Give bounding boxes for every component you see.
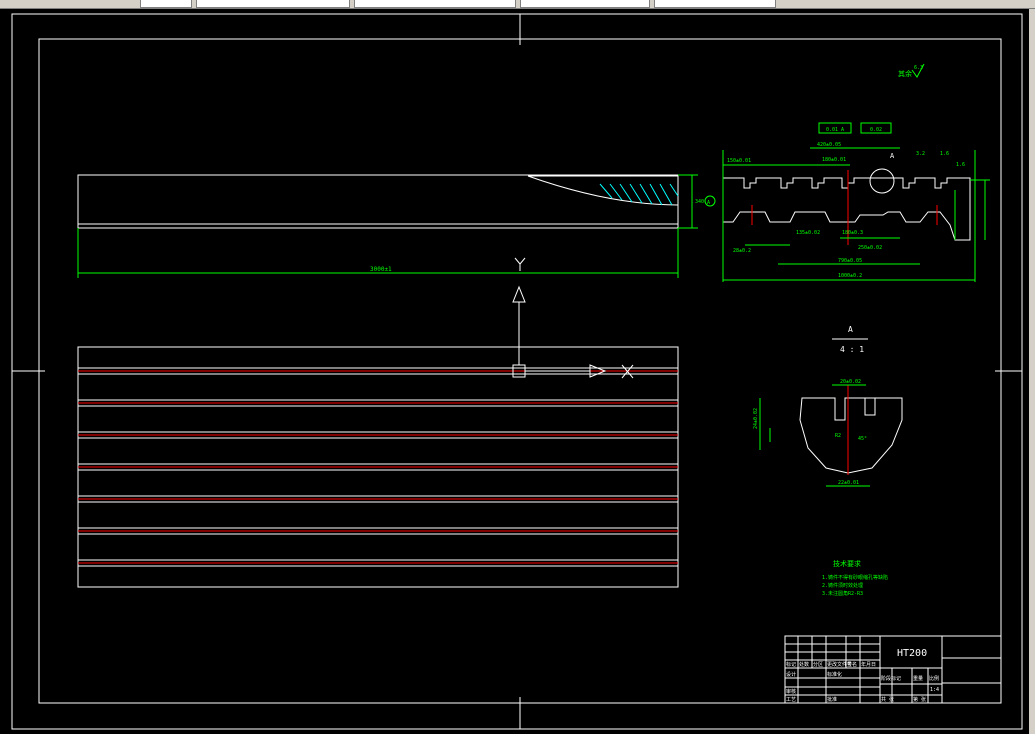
dim-left-small: 28±0.2 xyxy=(733,248,751,254)
rough-1: 3.2 xyxy=(916,151,925,157)
gt-tol-2: 0.02 xyxy=(870,127,882,133)
center-marks xyxy=(12,14,1022,729)
svg-text:设计: 设计 xyxy=(786,671,796,678)
roughness-mark: 其余 6.3 xyxy=(898,63,925,78)
gt-tol-1: 0.01 A xyxy=(826,127,844,133)
dim-mid3: 250±0.02 xyxy=(858,245,882,251)
note-1: 1.铸件不得有砂眼缩孔等缺陷 xyxy=(822,574,888,581)
notes-title: 技术要求 xyxy=(833,559,861,568)
toolbar xyxy=(0,0,1035,9)
svg-text:比例: 比例 xyxy=(929,675,939,682)
dim-top-left: 150±0.01 xyxy=(727,158,751,164)
detail-angle-2: 45° xyxy=(858,436,867,442)
linetype-dropdown[interactable] xyxy=(354,0,516,8)
color-dropdown[interactable] xyxy=(196,0,350,8)
detail-dim-bottom: 22±0.01 xyxy=(838,480,859,486)
dim-top-right: 180±0.01 xyxy=(822,157,846,163)
svg-text:标准化: 标准化 xyxy=(827,671,842,678)
lineweight-dropdown[interactable] xyxy=(520,0,650,8)
ucs-icon xyxy=(512,257,634,379)
rough-3: 1.6 xyxy=(956,162,965,168)
svg-text:1:4: 1:4 xyxy=(930,687,939,693)
title-block xyxy=(784,635,1002,704)
detail-callout-a: A xyxy=(890,152,895,160)
title-material: HT200 xyxy=(897,648,927,659)
note-3: 3.未注圆角R2-R3 xyxy=(822,590,863,597)
vertical-scrollbar[interactable] xyxy=(1029,9,1035,734)
detail-dim-top: 20±0.02 xyxy=(840,379,861,385)
svg-text:第 张: 第 张 xyxy=(913,696,926,703)
front-view: 3000±1 340 xyxy=(77,174,704,278)
dim-side-height: 340 xyxy=(695,199,704,205)
plan-view xyxy=(77,346,679,588)
detail-dim-left: 24±0.02 xyxy=(753,408,759,429)
svg-text:标记: 标记 xyxy=(786,661,796,668)
detail-label: A xyxy=(848,325,853,334)
detail-angle-1: R2 xyxy=(835,433,841,439)
svg-text:更改文件号: 更改文件号 xyxy=(827,661,852,668)
rough-2: 1.6 xyxy=(940,151,949,157)
svg-text:签名: 签名 xyxy=(847,661,857,668)
drawing-canvas[interactable]: 3000±1 340 xyxy=(0,9,1029,734)
svg-text:分区: 分区 xyxy=(813,661,823,668)
dim-overall-length: 3000±1 xyxy=(370,266,392,273)
detail-view: A 4 : 1 20±0.02 24±0.02 22±0.01 R2 45° xyxy=(753,325,903,487)
svg-text:工艺: 工艺 xyxy=(786,697,796,703)
svg-text:年月日: 年月日 xyxy=(861,661,876,668)
svg-text:批准: 批准 xyxy=(827,696,837,703)
hatch xyxy=(599,183,679,206)
svg-text:共 张: 共 张 xyxy=(881,696,894,703)
plotstyle-dropdown[interactable] xyxy=(654,0,776,8)
dim-top-mid: 420±0.05 xyxy=(817,142,841,148)
svg-text:处数: 处数 xyxy=(799,661,809,668)
svg-text:6.3: 6.3 xyxy=(914,65,923,71)
dim-bottom-total: 1000±0.2 xyxy=(838,273,862,279)
dim-mid2: 180±0.3 xyxy=(842,230,863,236)
layer-dropdown[interactable] xyxy=(140,0,192,8)
svg-text:其余: 其余 xyxy=(898,69,912,78)
tech-notes: 技术要求 1.铸件不得有砂眼缩孔等缺陷 2.铸件须时效处理 3.未注圆角R2-R… xyxy=(822,559,888,597)
section-view: 150±0.01 420±0.05 180±0.01 0.01 A 0.02 2… xyxy=(704,63,990,282)
detail-scale: 4 : 1 xyxy=(840,345,864,354)
dim-bottom1: 790±0.05 xyxy=(838,258,862,264)
svg-text:审核: 审核 xyxy=(786,688,796,695)
svg-text:阶段标记: 阶段标记 xyxy=(881,675,901,682)
svg-text:重量: 重量 xyxy=(913,675,923,682)
section-marker-a: A xyxy=(707,200,710,206)
note-2: 2.铸件须时效处理 xyxy=(822,582,863,589)
dim-mid1: 135±0.02 xyxy=(796,230,820,236)
